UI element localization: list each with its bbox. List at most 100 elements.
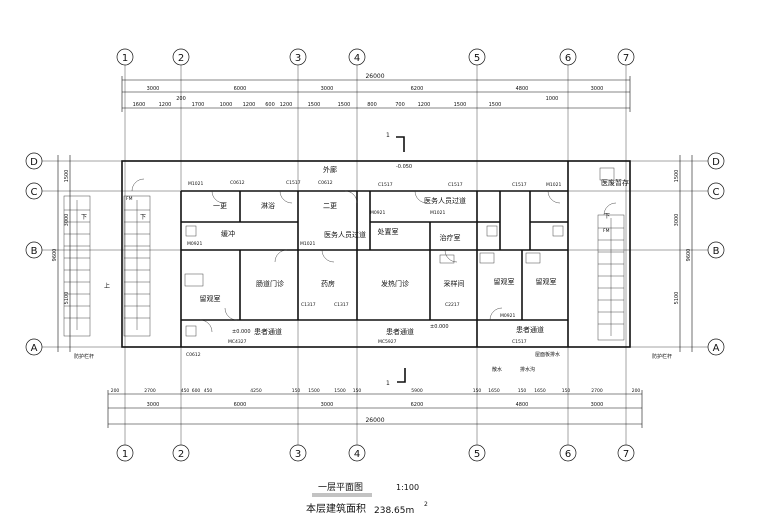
grid-row-b-left: B — [31, 246, 38, 257]
svg-text:1200: 1200 — [280, 102, 293, 108]
svg-text:C1517: C1517 — [378, 182, 393, 188]
room-medical-staff-corridor-2: 医务人员过道 — [324, 230, 366, 239]
svg-text:C1517: C1517 — [512, 339, 527, 345]
grid-col-6-bottom: 6 — [565, 449, 571, 460]
svg-text:1650: 1650 — [534, 388, 546, 394]
grid-col-7: 7 — [623, 53, 629, 64]
dim-left-outer: 9600 — [52, 249, 58, 262]
sanitary-fixtures — [184, 167, 615, 337]
drawing-scale: 1:100 — [396, 483, 419, 492]
grid-col-7-bottom: 7 — [623, 449, 629, 460]
svg-text:200: 200 — [111, 388, 120, 394]
grid-col-6: 6 — [565, 53, 571, 64]
stair-right — [597, 214, 625, 341]
svg-text:M1021: M1021 — [546, 182, 561, 188]
svg-text:3000: 3000 — [591, 402, 604, 408]
dim-right-1500: 1500 — [674, 170, 680, 183]
fw-label-right: FM — [603, 228, 610, 234]
svg-text:450: 450 — [181, 388, 190, 394]
grid-axes-rows: D C B A D C B A — [25, 152, 725, 356]
door-swings — [131, 178, 617, 333]
grid-row-b-right: B — [713, 246, 720, 257]
svg-text:700: 700 — [395, 102, 405, 108]
grid-row-a-left: A — [31, 343, 38, 354]
svg-text:1500: 1500 — [489, 102, 502, 108]
room-shower: 淋浴 — [261, 201, 275, 210]
svg-text:1200: 1200 — [159, 102, 172, 108]
svg-text:C0612: C0612 — [186, 352, 201, 358]
svg-text:4250: 4250 — [250, 388, 262, 394]
svg-text:M1021: M1021 — [300, 241, 315, 247]
dim-bottom-row2: 3000 6000 3000 6200 4800 3000 — [147, 402, 604, 408]
dim-left-1500: 1500 — [64, 170, 70, 183]
svg-text:3000: 3000 — [321, 402, 334, 408]
svg-text:C1517: C1517 — [512, 182, 527, 188]
dim-top-row2: 1600 1200 1700 1000 1200 600 1200 1500 1… — [133, 102, 502, 108]
svg-text:150: 150 — [292, 388, 301, 394]
area-value: 238.65m — [374, 506, 414, 516]
grid-axes-bottom: 1 2 3 4 5 6 7 — [116, 444, 635, 462]
svg-text:150: 150 — [518, 388, 527, 394]
dim-top-overall: 26000 — [365, 73, 384, 80]
svg-text:150: 150 — [353, 388, 362, 394]
section-label-top: 1 — [386, 132, 390, 139]
svg-text:1500: 1500 — [308, 102, 321, 108]
room-treatment: 治疗室 — [440, 233, 461, 242]
grid-row-c-left: C — [31, 187, 38, 198]
room-patient-corridor-2: 患者通道 — [386, 327, 414, 336]
svg-text:3000: 3000 — [147, 86, 160, 92]
room-observation-1: 留观室 — [200, 294, 221, 303]
gas-plate-label: 屋面板排水 — [535, 351, 560, 358]
stair-left — [63, 195, 151, 337]
svg-text:6000: 6000 — [234, 86, 247, 92]
svg-text:6200: 6200 — [411, 402, 424, 408]
area-label: 本层建筑面积 — [306, 502, 366, 515]
svg-text:3000: 3000 — [147, 402, 160, 408]
dim-left-5100: 5100 — [64, 292, 70, 305]
grid-col-3: 3 — [295, 53, 301, 64]
svg-text:1700: 1700 — [192, 102, 205, 108]
svg-text:1600: 1600 — [133, 102, 146, 108]
room-sampling: 采样间 — [444, 279, 465, 288]
svg-text:M1021: M1021 — [430, 210, 445, 216]
grid-row-a-right: A — [713, 343, 720, 354]
svg-text:1500: 1500 — [308, 388, 320, 394]
svg-text:M1021: M1021 — [188, 181, 203, 187]
dim-top-row1: 3000 6000 3000 6200 4800 3000 — [147, 86, 604, 92]
fw-label-left: FM — [126, 196, 133, 202]
svg-text:150: 150 — [473, 388, 482, 394]
svg-text:600: 600 — [265, 102, 275, 108]
room-fever-clinic: 发热门诊 — [381, 279, 409, 288]
dim-bottom-overall: 26000 — [365, 417, 384, 424]
room-disposal: 处置室 — [378, 227, 399, 236]
room-pharmacy: 药房 — [321, 279, 335, 288]
svg-text:450: 450 — [204, 388, 213, 394]
svg-text:1500: 1500 — [334, 388, 346, 394]
rail-left-label: 防护栏杆 — [74, 353, 94, 360]
dim-right-5100: 5100 — [674, 292, 680, 305]
level-b: ±0.000 — [430, 324, 449, 330]
area-unit-superscript: 2 — [424, 501, 428, 508]
svg-text:3000: 3000 — [321, 86, 334, 92]
room-change-1: 一更 — [213, 202, 227, 210]
svg-text:5900: 5900 — [411, 388, 423, 394]
svg-text:1000: 1000 — [220, 102, 233, 108]
svg-text:M0921: M0921 — [187, 241, 202, 247]
svg-text:C1517: C1517 — [448, 182, 463, 188]
grid-col-4: 4 — [354, 53, 360, 64]
rail-right-label: 防护栏杆 — [652, 353, 672, 360]
grid-row-d-right: D — [712, 157, 720, 168]
door-code-labels: M1021 C0612 C0612 C1517 C1517 C1517 M102… — [186, 180, 561, 358]
room-labels: 外廊 医务人员过道 医务人员过道 一更 二更 淋浴 缓冲 处置室 治疗室 留观室… — [200, 165, 630, 336]
dim-left-3000: 3000 — [64, 214, 70, 227]
svg-text:C0612: C0612 — [230, 180, 245, 186]
room-patient-corridor-3: 患者通道 — [516, 325, 544, 334]
stair-down-left: 下 — [81, 214, 87, 221]
svg-text:M0921: M0921 — [500, 313, 515, 319]
svg-text:1650: 1650 — [488, 388, 500, 394]
svg-text:6200: 6200 — [411, 86, 424, 92]
svg-text:150: 150 — [562, 388, 571, 394]
stair-down-left-2: 下 — [140, 214, 146, 221]
room-buffer: 缓冲 — [221, 229, 235, 238]
